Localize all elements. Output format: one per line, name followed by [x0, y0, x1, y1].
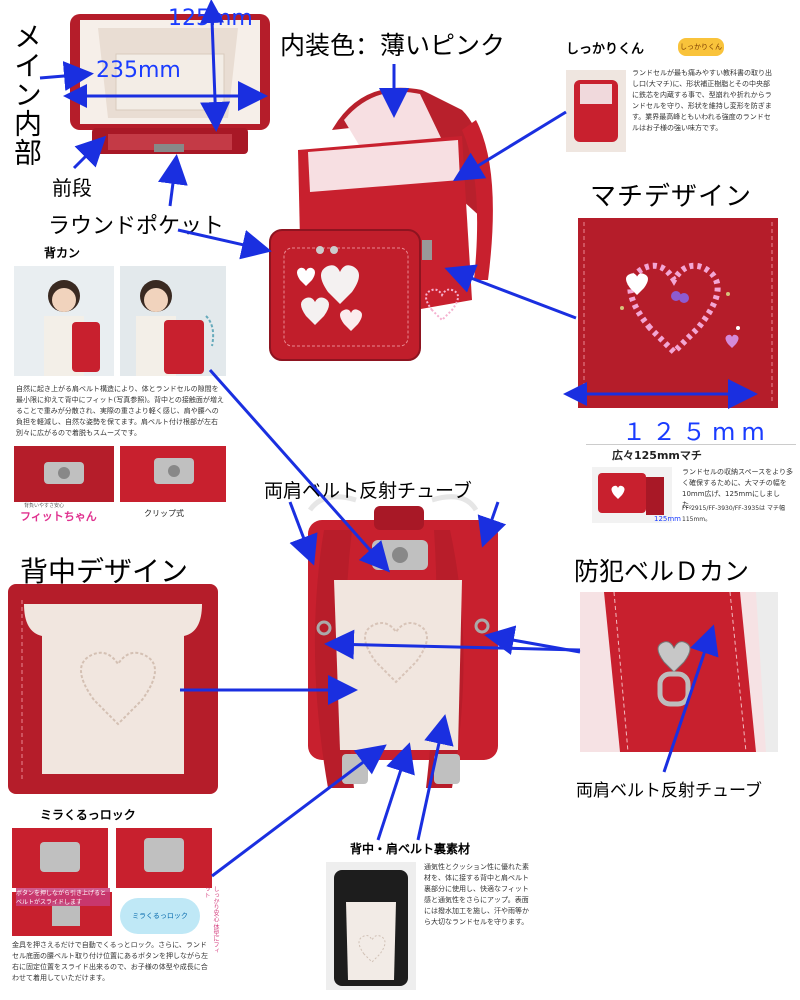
machi-dim: 125mm — [654, 515, 681, 523]
shikkari-body: ランドセルが最も痛みやすい教科書の取り出し口(大マチ)に、形状補正樹脂とその中央… — [632, 69, 772, 132]
sekan-logo-sub: 背負いやすさ安心 — [24, 503, 65, 509]
lock-badge: ミラくるっロック — [120, 898, 200, 934]
bag-front-image — [262, 80, 502, 380]
heart-icon — [626, 273, 648, 295]
lock-title: ミラくるっロック — [40, 808, 136, 822]
machi-photo — [592, 467, 672, 523]
label-dim-235: 235mm — [96, 58, 181, 83]
label-dim-125-top: 125mm — [168, 6, 253, 31]
main-inside-photo — [68, 14, 272, 160]
lock-body: 金具を押さえるだけで自動でくるっとロック。さらに、ランドセル底面の腰ベルト取り付… — [12, 941, 208, 982]
label-gusset-design: マチデザイン — [590, 182, 753, 212]
label-gusset-dim: １２５mm — [622, 418, 771, 446]
label-shoulder-reflector-bottom: 両肩ベルト反射チューブ — [576, 781, 762, 801]
back-material-body: 通気性とクッション性に優れた素材を、体に接する背中と肩ベルト裏部分に使用し、快適… — [424, 863, 529, 926]
sekan-photo-left — [14, 266, 114, 376]
lock-side-text: しっかり安心 体型にフィット — [203, 886, 219, 954]
back-material-photo — [326, 862, 416, 990]
gusset-photo — [578, 218, 778, 408]
sekan-clip-caption: クリップ式 — [144, 509, 184, 518]
sekan-photo-right — [120, 266, 226, 376]
sekan-logo: フィットちゃん — [20, 510, 97, 523]
shikkari-photo — [566, 70, 626, 152]
machi-note: FF-2915/FF-3930/FF-3935は マチ幅115mm。 — [682, 505, 785, 523]
sekan-photo-buckle2 — [120, 446, 226, 502]
label-shoulder-reflector-top: 両肩ベルト反射チューブ — [264, 480, 472, 502]
d-ring-icon — [316, 620, 332, 636]
d-ring-photo — [580, 592, 778, 752]
shikkari-badge: しっかりくん — [678, 38, 724, 56]
shikkari-panel: しっかりくん しっかりくん ランドセルが最も痛みやすい教科書の取り出し口(大マチ… — [566, 38, 776, 162]
label-interior-color: 内装色：薄いピンク — [280, 31, 506, 60]
sekan-panel: 背カン 自然に起き上がる肩ベルト構造により、体とランドセルの隙間を最小限に抑えて… — [14, 244, 226, 534]
machi-panel: 広々125mmマチ 125mm ランドセルの収納スペースをより多く確保するために… — [586, 444, 796, 535]
buckle-icon — [40, 842, 80, 872]
heart-icon — [321, 265, 359, 304]
sekan-title: 背カン — [44, 246, 81, 260]
lock-panel: ミラくるっロック ボタンを押しながら引き上げるとベルトがスライドします ミラくる… — [12, 806, 224, 996]
machi-body: ランドセルの収納スペースをより多く確保するために、大マチの幅を10mm広げ、12… — [682, 468, 794, 509]
sekan-photo-buckle1 — [14, 446, 114, 502]
shikkari-title: しっかりくん — [566, 42, 645, 57]
lock-tip: ボタンを押しながら引き上げるとベルトがスライドします — [16, 888, 110, 906]
back-material-title: 背中・肩ベルト裏素材 — [350, 842, 471, 856]
machi-title: 広々125mmマチ — [612, 449, 702, 462]
lock-photo-2 — [116, 828, 212, 888]
sekan-body: 自然に起き上がる肩ベルト構造により、体とランドセルの隙間を最小限に抑えて背中にフ… — [16, 385, 224, 437]
bag-back-image — [264, 470, 522, 812]
back-material-panel: 背中・肩ベルト裏素材 通気性とクッション性に優れた素材を、体に接する背中と肩ベル… — [322, 838, 532, 992]
lock-photo-1 — [12, 828, 108, 888]
label-crime-prevention: 防犯ベルＤカン — [574, 557, 750, 586]
label-round-pocket: ラウンドポケット — [48, 214, 225, 239]
back-design-photo — [8, 584, 218, 794]
label-back-design: 背中デザイン — [20, 555, 189, 588]
label-main-inside: メイン内部 — [10, 22, 43, 167]
label-front-section: 前段 — [52, 176, 92, 200]
